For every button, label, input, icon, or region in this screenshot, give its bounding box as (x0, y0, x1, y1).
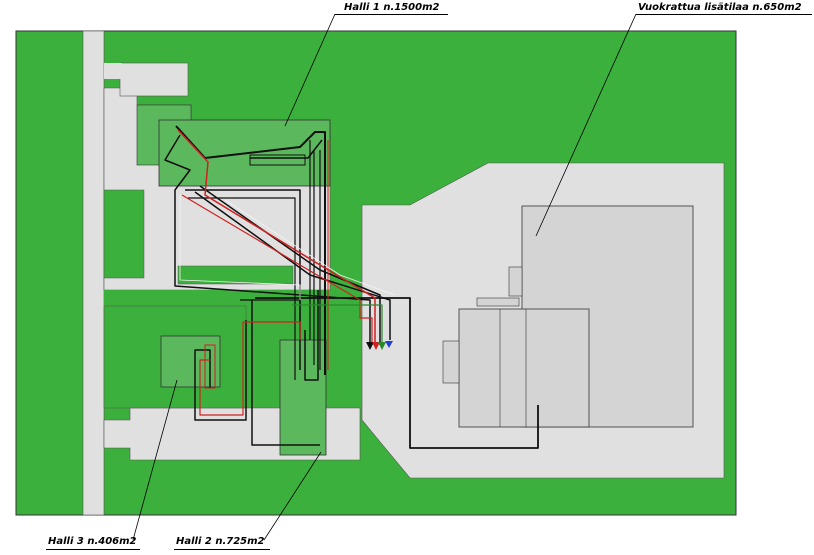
halli-2-building (279, 339, 327, 456)
halli-2-label: Halli 2 n.725m2 (176, 536, 265, 547)
vertical-road (82, 30, 105, 516)
halli-3-wiring (204, 344, 216, 389)
grass-island-d (103, 189, 145, 279)
grass-island-b (177, 265, 294, 285)
paved-notch-top (119, 62, 189, 97)
rental-hall-block (458, 308, 590, 428)
halli-1-label: Halli 1 n.1500m2 (344, 2, 440, 13)
grass-notch-top (104, 63, 122, 79)
vuokrattu-label: Vuokrattua lisätilaa n.650m2 (638, 2, 802, 13)
halli-1-wiring (249, 154, 306, 166)
rental-hall-step (508, 266, 523, 297)
halli-3-building (160, 335, 221, 388)
cable-routes (164, 125, 539, 449)
halli-3-label: Halli 3 n.406m2 (48, 536, 137, 547)
leader-lines (132, 13, 637, 541)
rental-hall-side (442, 340, 460, 384)
cable-terminals (366, 341, 393, 350)
rental-hall-canopy (476, 297, 520, 307)
